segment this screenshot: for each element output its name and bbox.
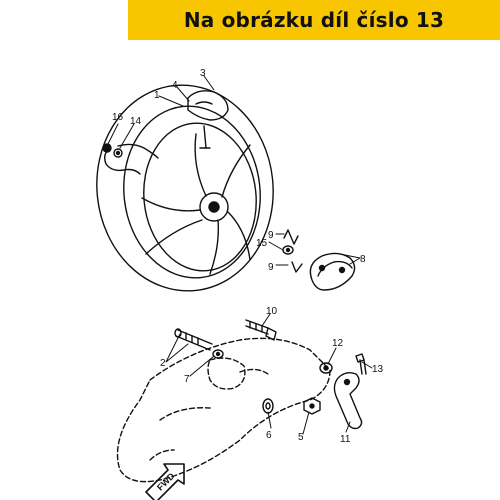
callout-3: 3 [200,68,206,79]
callout-9-lower: 9 [268,262,274,273]
banner-text: Na obrázku díl číslo 13 [183,8,445,32]
nut-16 [102,143,112,153]
tire-section-left [103,147,141,175]
callout-6: 6 [266,430,272,441]
callout-13: 13 [372,364,384,375]
callout-8: 8 [360,254,366,265]
bolt-13 [355,353,367,375]
callout-4: 4 [172,80,178,91]
callout-11: 11 [340,434,351,445]
washer-14 [113,148,123,158]
seal-6 [262,398,274,414]
brake-lever-11 [333,371,363,430]
spoke-bottom [209,211,251,275]
fwd-arrow-icon [145,463,185,500]
callout-labels: 1 2 3 4 5 6 7 8 9 9 10 11 12 13 14 15 16… [112,68,384,492]
camshaft-10 [245,319,277,341]
swing-arm-housing [116,337,331,483]
wheel-assembly [96,84,274,292]
tire-outer [96,84,274,292]
callout-1: 1 [154,90,160,101]
callout-10: 10 [266,306,278,317]
callout-12: 12 [332,338,344,349]
spoke-top [194,133,251,198]
hub-outer [199,192,229,222]
hub-center [208,201,220,213]
clip-9-lower [291,261,303,273]
tube-section [187,90,229,121]
callout-5: 5 [298,432,304,443]
nut-5 [303,397,321,415]
valve-stem [203,125,207,149]
callout-9-upper: 9 [268,230,274,241]
washer-12 [319,362,333,374]
callout-15: 15 [256,238,268,249]
callout-14: 14 [130,116,142,127]
title-banner: Na obrázku díl číslo 13 [128,0,500,40]
brake-shoe-8 [309,252,356,291]
clip-9-upper [283,229,299,245]
callout-7: 7 [184,374,190,385]
callout-2: 2 [160,358,166,369]
washer-15 [282,245,294,255]
leader-lines [107,75,373,435]
washer-7 [212,349,224,359]
rim-inner [143,122,257,272]
callout-16: 16 [112,112,124,123]
spoke-left [141,197,203,255]
axle-pin-2 [174,328,213,351]
tire-inner [123,105,261,279]
fwd-label: FWD [155,471,177,493]
